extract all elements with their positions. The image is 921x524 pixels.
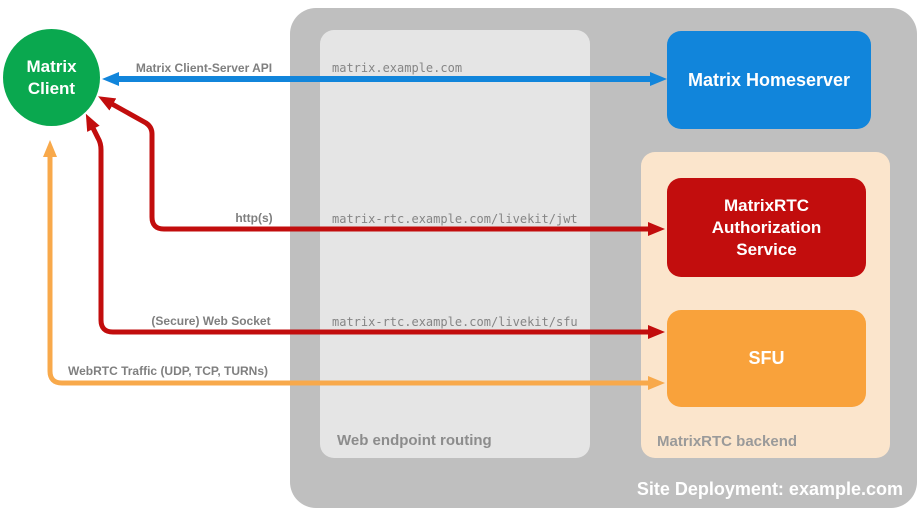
matrix-homeserver-node: Matrix Homeserver: [667, 31, 871, 129]
matrix-client-node: Matrix Client: [3, 29, 100, 126]
client-server-api-label: Matrix Client-Server API: [135, 61, 273, 75]
web-endpoint-routing-container: Web endpoint routing: [320, 30, 590, 458]
matrixrtc-backend-label: MatrixRTC backend: [657, 433, 798, 450]
endpoint-url-livekit-jwt: matrix-rtc.example.com/livekit/jwt: [332, 212, 578, 226]
endpoint-url-livekit-sfu: matrix-rtc.example.com/livekit/sfu: [332, 315, 578, 329]
web-endpoint-routing-label: Web endpoint routing: [337, 432, 492, 449]
endpoint-url-homeserver: matrix.example.com: [332, 61, 463, 75]
matrixrtc-authorization-service-node: MatrixRTC Authorization Service: [667, 178, 866, 277]
https-label: http(s): [235, 211, 273, 225]
websocket-label: (Secure) Web Socket: [151, 314, 271, 328]
site-deployment-label: Site Deployment: example.com: [636, 479, 903, 499]
sfu-node: SFU: [667, 310, 866, 407]
webrtc-traffic-label: WebRTC Traffic (UDP, TCP, TURNs): [67, 364, 269, 378]
